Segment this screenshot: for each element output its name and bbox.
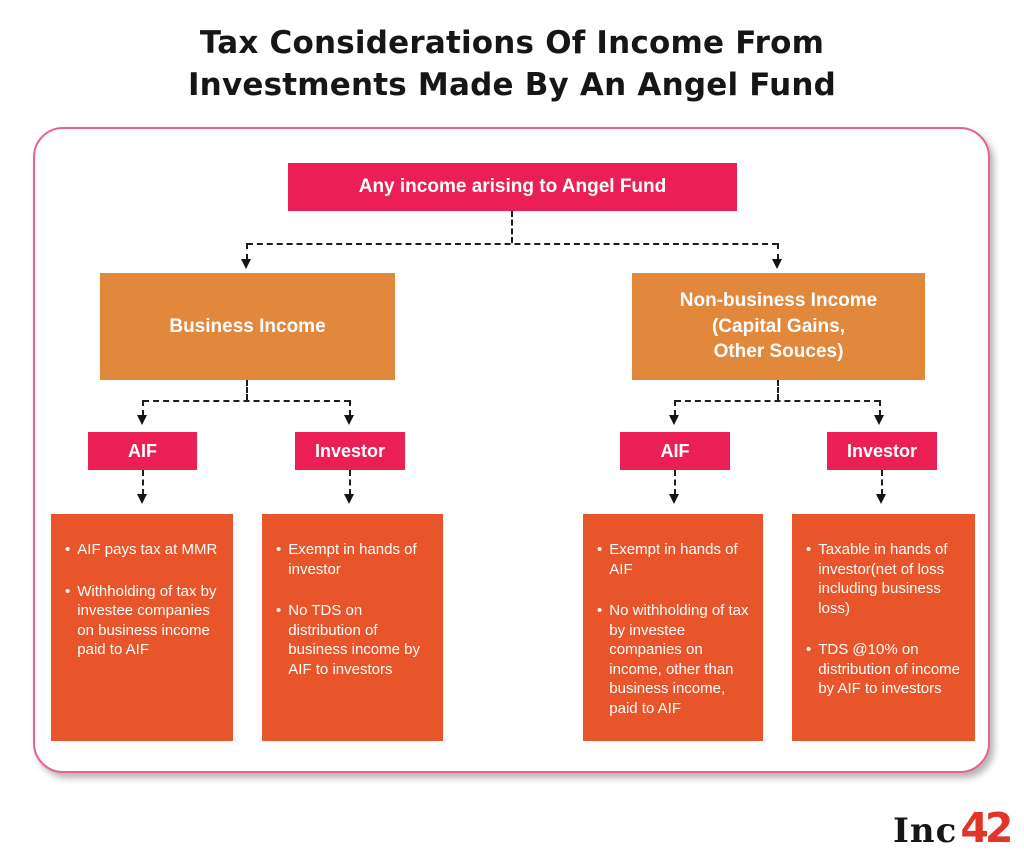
node-investor-business: Investor — [295, 432, 405, 470]
node-investor-business-label: Investor — [314, 440, 386, 461]
page-title-line1: Tax Considerations Of Income From — [199, 25, 825, 61]
node-any-income: Any income arising to Angel Fund — [288, 163, 737, 211]
list-item: • Withholding of tax by investee compani… — [65, 582, 223, 660]
connector-business-horizontal — [143, 400, 350, 402]
connector-nonbusiness-horizontal — [675, 400, 880, 402]
connector-to-aif-right — [674, 400, 676, 416]
page-title: Tax Considerations Of Income From Invest… — [0, 22, 1024, 106]
bullet-icon: • — [65, 582, 71, 600]
list-item: • AIF pays tax at MMR — [65, 540, 223, 560]
connector-investor-left-down — [349, 470, 351, 495]
node-aif-business-label: AIF — [128, 440, 157, 461]
list-item: • Exempt in hands of investor — [276, 540, 433, 579]
connector-to-investor-left — [349, 400, 351, 416]
connector-aif-right-down — [674, 470, 676, 495]
bullet-icon: • — [597, 541, 603, 558]
detail-text: No TDS on distribution of business incom… — [288, 602, 420, 678]
node-business-income: Business Income — [100, 273, 395, 380]
bullet-icon: • — [806, 641, 812, 658]
list-item: • No withholding of tax by investee comp… — [597, 601, 753, 718]
list-item: • Exempt in hands of AIF — [597, 540, 753, 579]
arrow-aif-left-down-icon — [137, 494, 147, 504]
detail-box-aif-nonbusiness: • Exempt in hands of AIF • No withholdin… — [583, 514, 763, 741]
connector-top-horizontal — [247, 243, 778, 245]
connector-aif-left-down — [142, 470, 144, 495]
arrow-to-nonbusiness-icon — [772, 259, 782, 269]
detail-box-aif-business: • AIF pays tax at MMR • Withholding of t… — [51, 514, 233, 741]
node-nonbusiness-income: Non-business Income (Capital Gains, Othe… — [632, 273, 925, 380]
connector-business-down — [246, 380, 248, 400]
node-nonbusiness-income-line2: (Capital Gains, — [711, 315, 846, 337]
node-aif-nonbusiness-label: AIF — [660, 440, 690, 461]
detail-box-investor-nonbusiness: • Taxable in hands of investor(net of lo… — [792, 514, 975, 741]
detail-text: No withholding of tax by investee compan… — [609, 602, 749, 717]
arrow-to-aif-right-icon — [669, 415, 679, 425]
detail-text: Withholding of tax by investee companies… — [77, 582, 217, 659]
list-item: • TDS @10% on distribution of income by … — [806, 640, 965, 699]
arrow-investor-right-down-icon — [876, 494, 886, 504]
arrow-to-investor-right-icon — [874, 415, 884, 425]
arrow-to-investor-left-icon — [344, 415, 354, 425]
connector-investor-right-down — [881, 470, 883, 495]
bullet-icon: • — [65, 541, 71, 558]
inc42-logo: Inc 42 — [893, 804, 1013, 852]
connector-to-investor-right — [879, 400, 881, 416]
bullet-icon: • — [597, 602, 603, 619]
node-investor-nonbusiness: Investor — [827, 432, 937, 470]
inc42-logo-inc: Inc — [893, 811, 958, 851]
connector-root-down — [511, 211, 513, 243]
detail-text: Exempt in hands of AIF — [609, 541, 738, 578]
bullet-icon: • — [806, 541, 812, 558]
arrow-to-aif-left-icon — [137, 415, 147, 425]
node-aif-nonbusiness: AIF — [620, 432, 730, 470]
node-nonbusiness-income-line3: Other Souces) — [713, 341, 844, 363]
node-business-income-label: Business Income — [169, 315, 326, 337]
list-item: • Taxable in hands of investor(net of lo… — [806, 540, 965, 618]
node-nonbusiness-income-line1: Non-business Income — [679, 290, 878, 312]
arrow-to-business-icon — [241, 259, 251, 269]
detail-text: Exempt in hands of investor — [288, 541, 417, 578]
bullet-icon: • — [276, 602, 282, 619]
node-aif-business: AIF — [88, 432, 197, 470]
detail-text: TDS @10% on distribution of income by AI… — [818, 641, 961, 697]
connector-to-business — [246, 243, 248, 260]
connector-to-nonbusiness — [777, 243, 779, 260]
list-item: • No TDS on distribution of business inc… — [276, 601, 433, 679]
detail-box-investor-business: • Exempt in hands of investor • No TDS o… — [262, 514, 443, 741]
page-title-line2: Investments Made By An Angel Fund — [187, 67, 837, 103]
connector-to-aif-left — [142, 400, 144, 416]
arrow-aif-right-down-icon — [669, 494, 679, 504]
node-any-income-label: Any income arising to Angel Fund — [358, 176, 667, 197]
detail-text: Taxable in hands of investor(net of loss… — [818, 541, 948, 617]
inc42-logo-42: 42 — [960, 804, 1013, 852]
connector-nonbusiness-down — [777, 380, 779, 400]
bullet-icon: • — [276, 541, 282, 558]
detail-text: AIF pays tax at MMR — [77, 541, 218, 558]
node-investor-nonbusiness-label: Investor — [846, 440, 918, 461]
arrow-investor-left-down-icon — [344, 494, 354, 504]
